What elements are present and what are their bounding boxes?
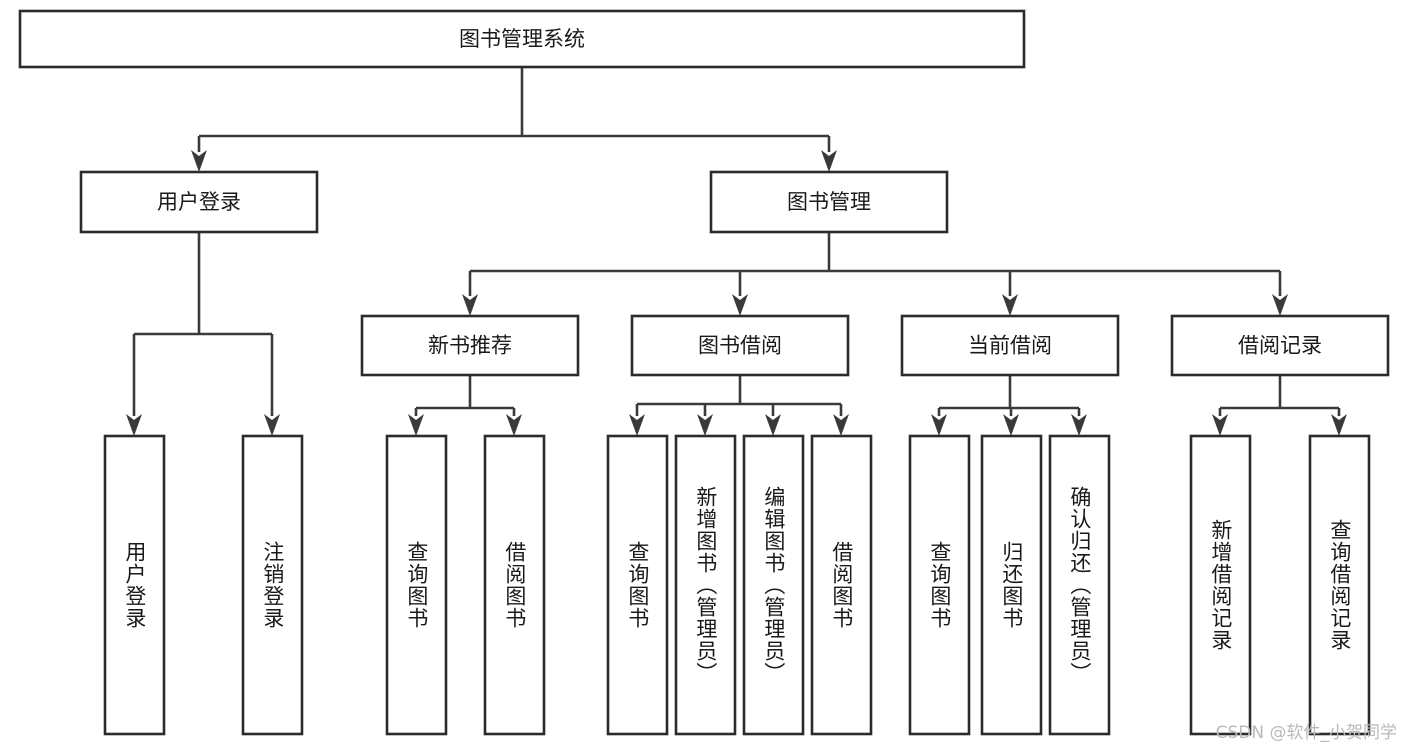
group-leaf-arrow-0-1 xyxy=(506,414,522,436)
node-level2-1[interactable] xyxy=(709,170,949,234)
node-leaf-8[interactable] xyxy=(908,434,971,736)
node-level3-label-3: 借阅记录 xyxy=(1238,334,1322,358)
node-level3-label-0: 新书推荐 xyxy=(428,334,512,358)
node-level2-label-0: 用户登录 xyxy=(157,190,241,214)
group-leaf-arrow-1-2 xyxy=(765,414,781,436)
node-level3-label-1: 图书借阅 xyxy=(698,334,782,358)
node-root[interactable] xyxy=(18,9,1026,69)
group-leaf-arrow-0-0 xyxy=(408,414,424,436)
node-level3-0[interactable] xyxy=(360,314,580,377)
level3-arrow-0 xyxy=(462,294,478,316)
node-level2-0[interactable] xyxy=(79,170,319,234)
watermark: CSDN @软件_小贺同学 xyxy=(1215,723,1397,743)
node-leaf-10[interactable] xyxy=(1048,434,1111,736)
node-leaf-1[interactable] xyxy=(241,434,304,736)
node-leaf-0[interactable] xyxy=(103,434,166,736)
node-level2-label-1: 图书管理 xyxy=(787,190,871,214)
level2-arrow-0 xyxy=(191,150,207,172)
level3-arrow-3 xyxy=(1272,294,1288,316)
node-level3-3[interactable] xyxy=(1170,314,1390,377)
group-leaf-arrow-2-0 xyxy=(931,414,947,436)
node-boxes xyxy=(18,9,1390,736)
group-leaf-arrow-1-0 xyxy=(629,414,645,436)
node-leaf-2[interactable] xyxy=(385,434,448,736)
node-leaf-5[interactable] xyxy=(674,434,737,736)
group-leaf-arrow-2-2 xyxy=(1071,414,1087,436)
level3-arrow-2 xyxy=(1002,294,1018,316)
node-level3-label-2: 当前借阅 xyxy=(968,334,1052,358)
group-leaf-arrow-3-0 xyxy=(1212,414,1228,436)
node-leaf-3[interactable] xyxy=(483,434,546,736)
node-leaf-4[interactable] xyxy=(606,434,669,736)
level3-arrow-1 xyxy=(732,294,748,316)
group-leaf-arrow-3-1 xyxy=(1331,414,1347,436)
login-leaf-arrow-0 xyxy=(126,414,142,436)
group-leaf-arrow-1-1 xyxy=(697,414,713,436)
node-leaf-9[interactable] xyxy=(980,434,1043,736)
connector-lines xyxy=(126,67,1347,436)
node-level3-1[interactable] xyxy=(630,314,850,377)
login-leaf-arrow-1 xyxy=(264,414,280,436)
node-leaf-6[interactable] xyxy=(742,434,805,736)
level2-arrow-1 xyxy=(821,150,837,172)
node-root-label: 图书管理系统 xyxy=(459,27,585,51)
node-leaf-12[interactable] xyxy=(1308,434,1371,736)
group-leaf-arrow-2-1 xyxy=(1003,414,1019,436)
node-level3-2[interactable] xyxy=(900,314,1120,377)
node-leaf-11[interactable] xyxy=(1189,434,1252,736)
node-leaf-7[interactable] xyxy=(810,434,873,736)
group-leaf-arrow-1-3 xyxy=(833,414,849,436)
